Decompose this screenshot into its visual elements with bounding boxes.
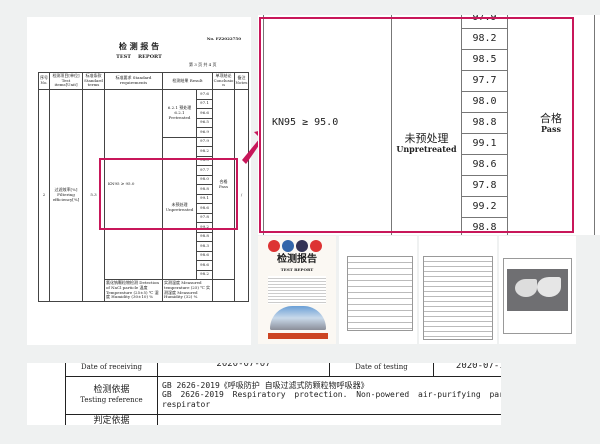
zoom-result-value: 97.7 [461, 70, 508, 92]
date-testing-label: Date of testing [329, 363, 434, 377]
report-title-cn: 检 测 报 告 [118, 41, 160, 51]
thumbnail-page-3[interactable] [419, 236, 497, 344]
result-value: 98.6 [195, 260, 214, 271]
result-value: 96.6 [195, 108, 214, 119]
highlight-box [99, 158, 238, 230]
zoom-result-value: 98.8 [461, 217, 508, 235]
result-value: 97.6 [195, 89, 214, 100]
test-item: 过滤效率[%] Filtering efficiency[%] [49, 88, 83, 303]
header-term: 标准条款 Standard terms [82, 72, 105, 90]
results-table: 序号 No. 检测项目[单位] Test items[Unit] 标准条款 St… [38, 72, 250, 303]
header-item: 检测项目[单位] Test items[Unit] [49, 72, 83, 90]
result-value: 97.1 [195, 98, 214, 109]
thumb-frame [503, 258, 572, 334]
result-value: 98.2 [195, 146, 214, 157]
pretreated-label: 6.2.1 预处理 6.2.1 Pretreated [162, 89, 197, 138]
test-conditions: 氯化钠颗粒物检测 Detection of NaCl particle 温度 T… [104, 278, 163, 303]
cover-title-cn: 检测报告 [277, 254, 317, 265]
thumb-table [347, 256, 413, 331]
result-value: 96.9 [195, 127, 214, 138]
header-result: 检测结果 Result [161, 72, 214, 90]
cover-info-lines [268, 276, 326, 304]
test-report-page: No. FZ2022750 检 测 报 告 TEST REPORT 第 3 页 … [27, 17, 251, 345]
header-notes: 备注 Notes [234, 72, 250, 90]
certification-logos [268, 240, 322, 252]
row-number: 2 [38, 88, 50, 303]
thumbnail-cover[interactable]: 检测报告 TEST REPORT [258, 236, 336, 344]
testing-ref-label-cn: 检测依据 [93, 385, 130, 396]
zoomed-highlight-frame [259, 17, 574, 233]
mask-photo [507, 269, 568, 311]
ilac-logo-icon [282, 240, 294, 252]
date-testing-value: 2020-07-15 [433, 363, 501, 377]
cnas-logo-icon [268, 240, 280, 252]
date-receiving-label: Date of receiving [65, 363, 158, 377]
cover-title-en: TEST REPORT [280, 267, 314, 272]
result-value: 97.9 [195, 136, 214, 147]
cal-logo-icon [310, 240, 322, 252]
header-requirement: 标准要求 Standard requirements [104, 72, 163, 90]
result-value: 98.3 [195, 241, 214, 252]
testing-ref-label-en: Testing reference [80, 396, 143, 405]
mask-shape [537, 277, 561, 297]
report-title-en: TEST REPORT [116, 54, 162, 60]
zoom-requirement: KN95 ≥ 95.0 [263, 15, 392, 235]
thumbnail-page-4[interactable] [499, 236, 576, 344]
judgement-label: 判定依据 [65, 414, 158, 425]
building-image [270, 306, 326, 330]
cma-logo-icon [296, 240, 308, 252]
date-receiving-value: 2020-07-07 [157, 363, 330, 377]
thumbnail-page-2[interactable] [339, 236, 417, 344]
report-number: No. FZ2022750 [206, 36, 241, 41]
result-value: 98.6 [195, 250, 214, 261]
requirement: KN95 ≥ 95.0 [104, 89, 163, 280]
result-value: 98.2 [195, 269, 214, 280]
page-indicator: 第 3 页 共 4 页 [189, 62, 217, 67]
header-conclusion: 单项结论 Conclusion [212, 72, 236, 90]
report-info-strip: Date of receiving 2020-07-07 Date of tes… [27, 363, 501, 425]
thumb-table [423, 256, 493, 340]
mask-shape [515, 279, 537, 297]
note: / [234, 88, 250, 303]
testing-ref-value-en: GB 2626-2019 Respiratory protection. Non… [162, 390, 501, 409]
result-value: 96.5 [195, 117, 214, 128]
result-value: 98.8 [195, 231, 214, 242]
measured-conditions: 实测温度 Measured temperature (25) ℃ 实测湿度 Me… [161, 278, 214, 303]
header-no: 序号 No. [38, 72, 50, 90]
testing-ref-value-cn: GB 2626-2019《呼吸防护 自吸过滤式防颗粒物呼吸器》 [162, 380, 369, 390]
institute-logo [268, 333, 328, 339]
